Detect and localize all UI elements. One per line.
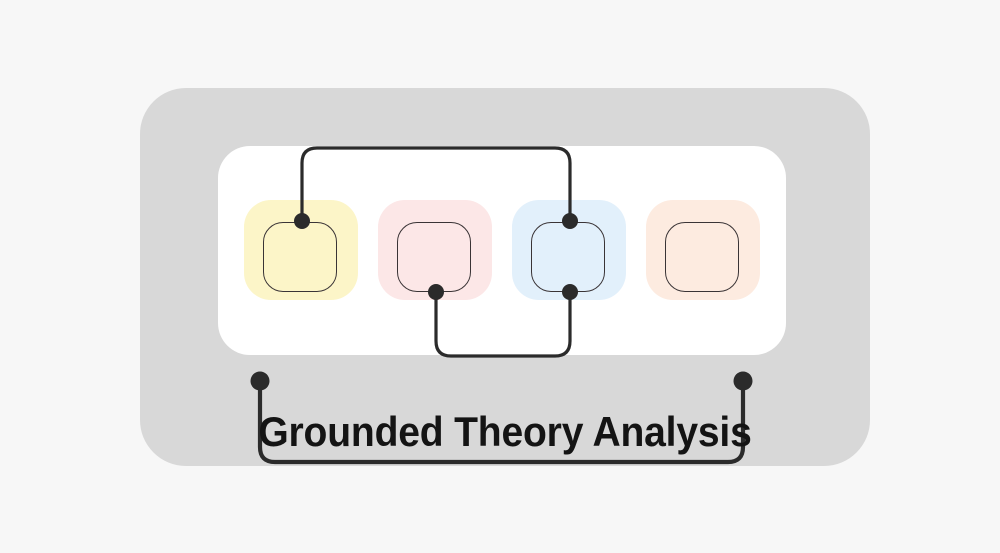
concept-tile-0[interactable] xyxy=(244,200,358,300)
concept-node-outline-2 xyxy=(531,222,605,292)
concept-tile-1[interactable] xyxy=(378,200,492,300)
concept-node-outline-0 xyxy=(263,222,337,292)
diagram-title: Grounded Theory Analysis xyxy=(258,408,752,455)
concept-tile-2[interactable] xyxy=(512,200,626,300)
concept-node-outline-3 xyxy=(665,222,739,292)
concept-tile-3[interactable] xyxy=(646,200,760,300)
concept-node-outline-1 xyxy=(397,222,471,292)
